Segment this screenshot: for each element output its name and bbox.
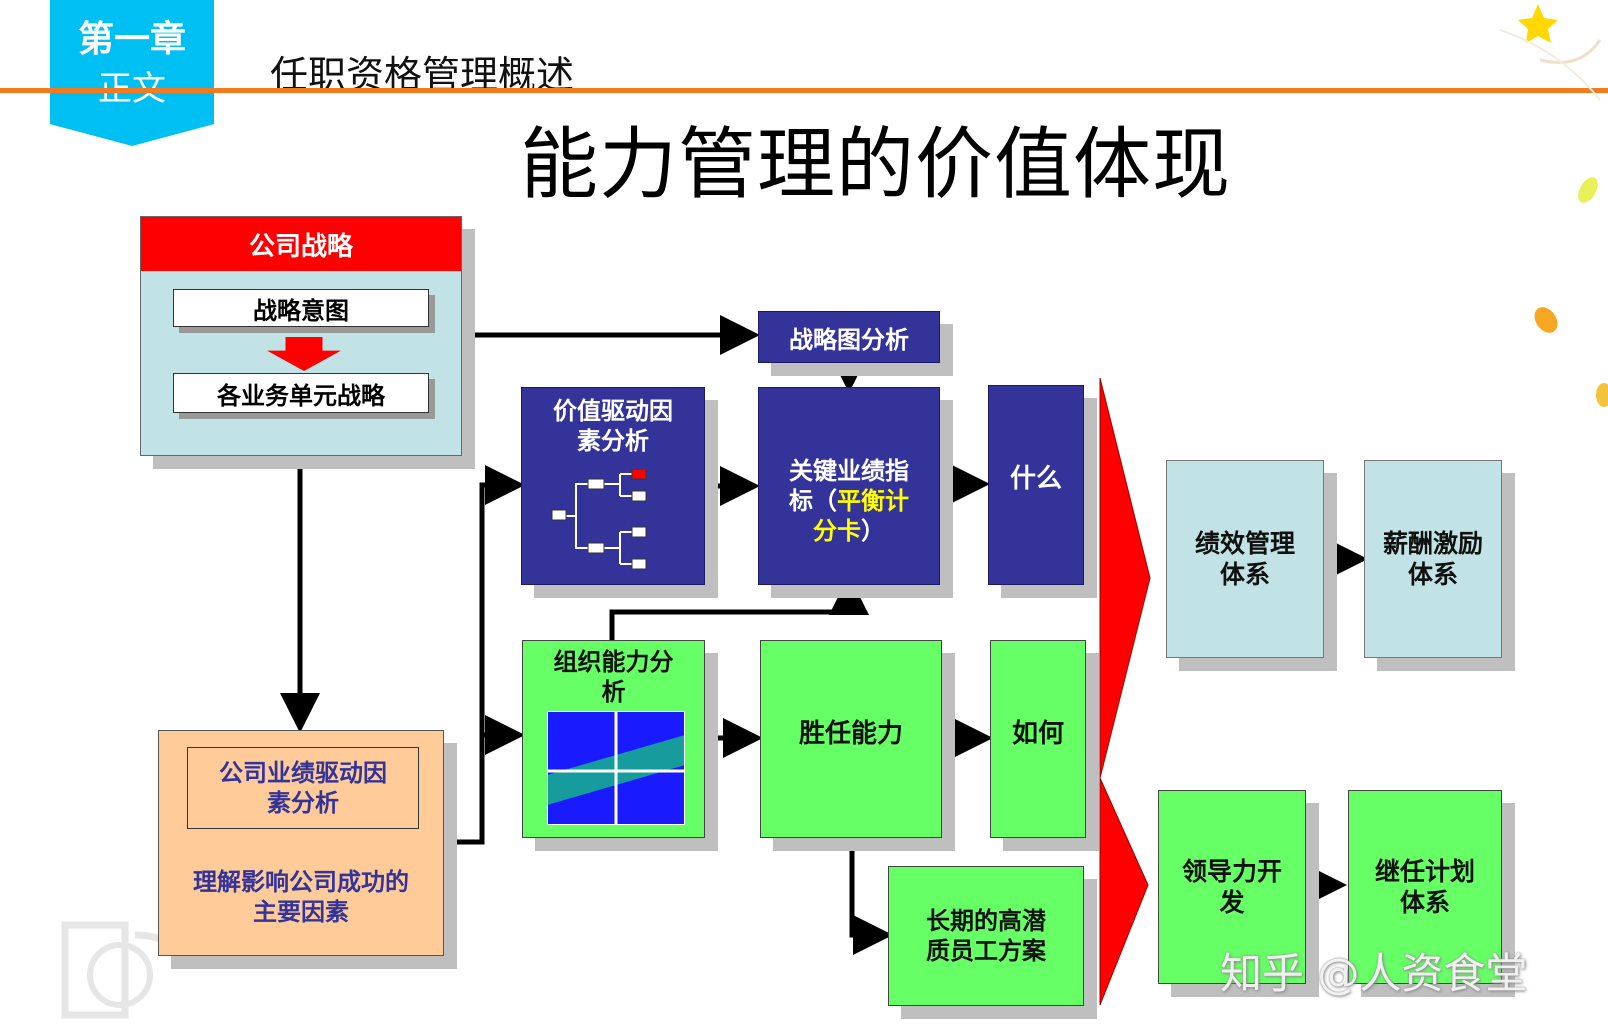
performance-drivers-title: 公司业绩驱动因 素分析 <box>187 747 419 829</box>
succession-plan-box: 继任计划 体系 <box>1348 790 1502 984</box>
competency-box: 胜任能力 <box>760 640 942 838</box>
what-label: 什么 <box>1009 464 1062 494</box>
header-rule <box>0 88 1608 93</box>
driver-tree-icon <box>551 470 647 570</box>
high-potential-plan-box: 长期的高潜 质员工方案 <box>888 866 1084 1006</box>
business-unit-strategy-box: 各业务单元战略 <box>173 373 429 413</box>
red-chevron-bottom <box>1099 777 1149 1006</box>
performance-drivers-desc: 理解影响公司成功的 主要因素 <box>193 868 409 926</box>
strategy-map-analysis-box: 战略图分析 <box>758 311 940 363</box>
how-box: 如何 <box>990 640 1086 838</box>
chapter-badge: 第一章 正文 <box>50 0 214 146</box>
kpi-text-2: ） <box>861 517 885 545</box>
strategic-intent-box: 战略意图 <box>173 289 429 327</box>
watermark: 知乎 @人资食堂 <box>1220 949 1528 998</box>
slide-title: 能力管理的价值体现 <box>520 120 1232 210</box>
competency-label: 胜任能力 <box>798 719 903 749</box>
org-capability-analysis-box: 组织能力分 析 <box>522 640 705 838</box>
what-box: 什么 <box>988 385 1084 585</box>
company-strategy-box: 公司战略 战略意图 各业务单元战略 <box>140 216 462 456</box>
org-capability-label: 组织能力分 析 <box>553 648 674 706</box>
how-label: 如何 <box>1011 719 1064 749</box>
kpi-box: 关键业绩指 标（平衡计 分卡） <box>758 387 940 585</box>
performance-mgmt-box: 绩效管理 体系 <box>1166 460 1324 658</box>
compensation-incentive-box: 薪酬激励 体系 <box>1364 460 1502 658</box>
capability-grid-icon <box>547 711 685 825</box>
down-arrow-icon <box>267 337 341 371</box>
kpi-highlight: 平衡计 分卡 <box>813 487 909 545</box>
chapter-label: 第一章 <box>77 19 186 60</box>
leadership-dev-box: 领导力开 发 <box>1158 790 1306 984</box>
performance-drivers-box: 公司业绩驱动因 素分析 理解影响公司成功的 主要因素 <box>158 730 444 956</box>
value-driver-analysis-box: 价值驱动因 素分析 <box>521 387 705 585</box>
value-driver-label: 价值驱动因 素分析 <box>553 397 673 455</box>
kpi-label: 关键业绩指 标（平衡计 分卡） <box>789 426 909 546</box>
red-chevron-top <box>1099 377 1151 779</box>
kpi-text-1: 关键业绩指 标（ <box>789 457 909 515</box>
company-strategy-header: 公司战略 <box>141 217 461 271</box>
